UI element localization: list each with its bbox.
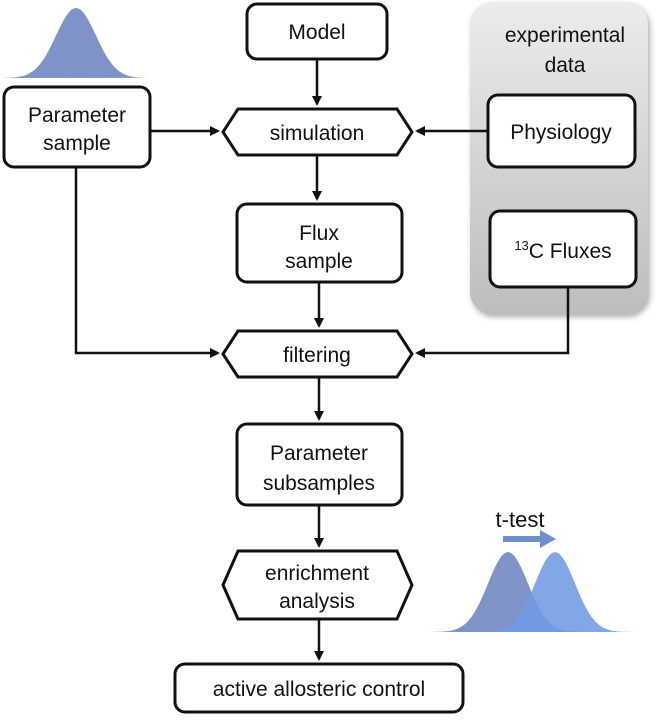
active-allosteric-control-box: [173, 662, 465, 714]
parameter-sample-label-line1: Parameter: [28, 104, 126, 127]
shifted-distribution-icon: [477, 552, 633, 632]
flux-sample-label-line1: Flux: [299, 222, 339, 245]
c13-fluxes-text: C Fluxes: [529, 240, 612, 263]
model-label: Model: [288, 21, 345, 44]
arrow-parameter-to-filtering: [74, 167, 220, 358]
active-allosteric-control-label: active allosteric control: [213, 678, 425, 701]
enrichment-analysis-label-line1: enrichment: [265, 562, 369, 585]
experimental-data-label-line2: data: [545, 54, 586, 77]
physiology-label: Physiology: [510, 121, 612, 144]
t-test-label: t-test: [496, 507, 545, 532]
parameter-subsamples-label-line1: Parameter: [270, 442, 368, 465]
simulation-step: [221, 107, 414, 157]
parameter-subsamples-label-line2: subsamples: [263, 472, 375, 495]
c13-superscript: 13: [514, 238, 528, 253]
arrow-c13-to-filtering: [415, 287, 570, 358]
control-distribution-icon: [430, 552, 586, 632]
parameter-sample-box: [2, 85, 152, 169]
parameter-sample-label-line2: sample: [43, 132, 111, 155]
c13-fluxes-box: [488, 209, 638, 289]
simulation-label: simulation: [270, 122, 365, 145]
filtering-label: filtering: [283, 344, 351, 367]
enrichment-analysis-label-line2: analysis: [279, 590, 355, 613]
c13-fluxes-label: 13C Fluxes: [514, 238, 611, 263]
enrichment-analysis-step: [221, 549, 414, 621]
prior-distribution-icon: [4, 8, 148, 78]
flux-sample-label-line2: sample: [285, 250, 353, 273]
experimental-data-label-line1: experimental: [505, 24, 625, 47]
t-test-arrow-head: [540, 530, 556, 548]
filtering-step: [221, 329, 414, 379]
